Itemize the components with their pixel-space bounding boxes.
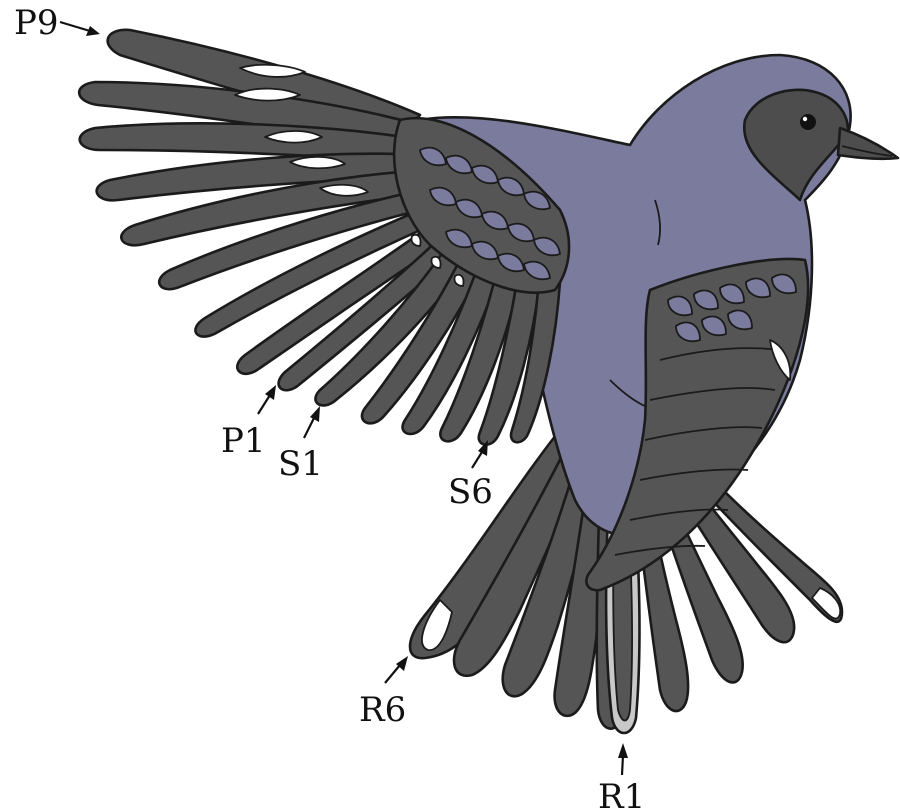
label-p9: P9 <box>14 3 59 43</box>
label-r1: R1 <box>598 777 645 811</box>
label-r6-group: R6 <box>359 656 408 730</box>
left-wing <box>79 30 569 445</box>
label-s1-group: S1 <box>278 406 323 484</box>
label-p1-group: P1 <box>221 385 276 461</box>
label-s6-group: S6 <box>448 440 493 512</box>
label-p1: P1 <box>221 421 266 461</box>
beak <box>838 128 898 159</box>
label-s6: S6 <box>448 472 493 512</box>
label-p9-group: P9 <box>14 3 100 43</box>
label-r1-group: R1 <box>598 743 645 811</box>
label-s1: S1 <box>278 444 323 484</box>
eye <box>800 114 816 130</box>
label-r6: R6 <box>359 690 406 730</box>
